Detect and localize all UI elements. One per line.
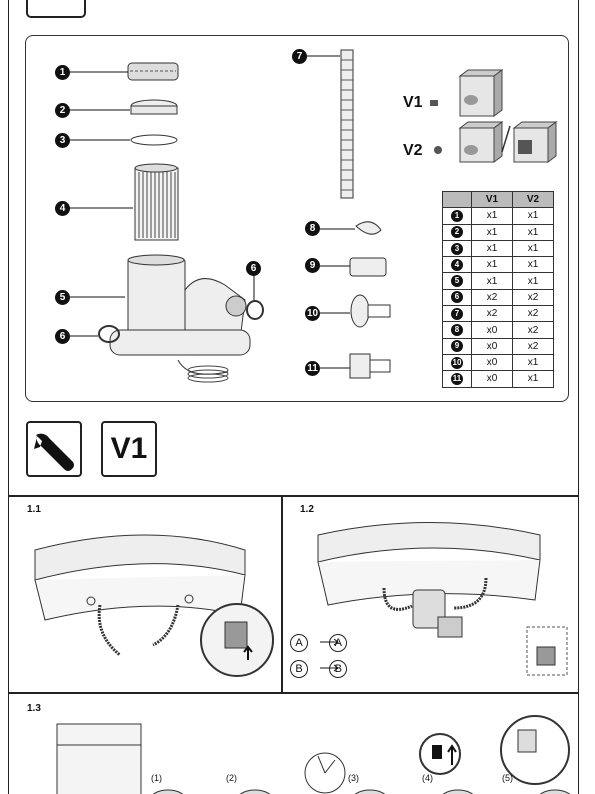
connection-b-row: B B <box>290 660 347 678</box>
circle-a-to: A <box>329 634 347 652</box>
connection-a-row: A A <box>290 634 347 652</box>
circle-a-from: A <box>290 634 308 652</box>
circle-b-to: B <box>329 660 347 678</box>
substep-5: (5) <box>502 773 513 783</box>
substep-1: (1) <box>151 773 162 783</box>
substep-3: (3) <box>348 773 359 783</box>
substep-4: (4) <box>422 773 433 783</box>
circle-b-from: B <box>290 660 308 678</box>
substep-2: (2) <box>226 773 237 783</box>
